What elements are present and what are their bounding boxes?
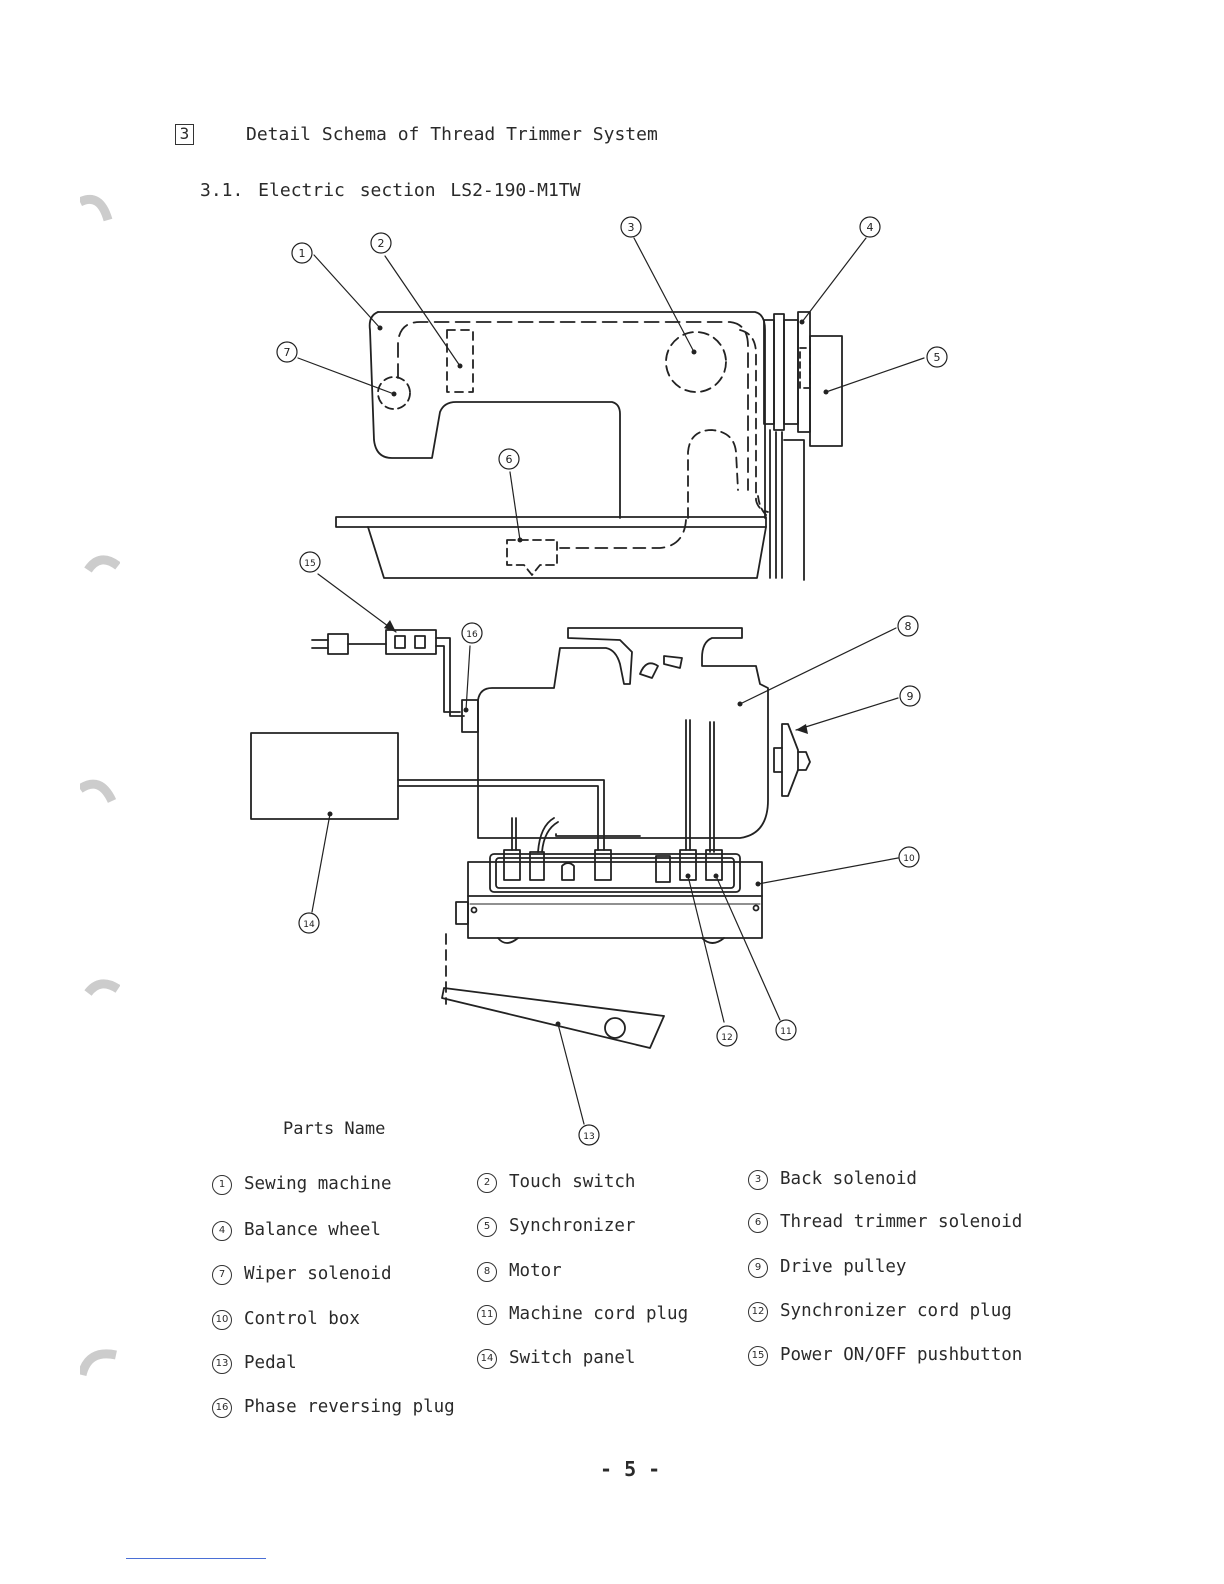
binder-hole [80,1349,117,1377]
binder-hole [84,979,120,996]
callout-15: 15 [299,551,321,573]
callout-6: 6 [498,448,520,470]
control-box-drawing [455,817,763,944]
leader-lines [297,237,925,1125]
callout-8: 8 [897,615,919,637]
binder-hole [84,555,120,573]
svg-text:11: 11 [780,1027,791,1037]
callout-16: 16 [461,622,483,644]
svg-text:7: 7 [284,346,291,359]
callout-11: 11 [775,1019,797,1041]
callout-5: 5 [926,346,948,368]
svg-text:6: 6 [506,453,513,466]
callout-4: 4 [859,216,881,238]
svg-text:9: 9 [907,690,914,703]
leader-dots [327,319,829,1027]
parts-name-heading: Parts Name [283,1119,386,1139]
binder-hole [80,779,117,804]
footer-rule [126,1558,266,1559]
callout-13: 13 [578,1124,600,1146]
svg-text:4: 4 [867,221,874,234]
svg-text:2: 2 [378,237,385,250]
svg-text:16: 16 [466,630,478,640]
callout-1: 1 [291,242,313,264]
section-title: Detail Schema of Thread Trimmer System [246,124,658,145]
svg-text:13: 13 [583,1132,594,1142]
callout-7: 7 [276,341,298,363]
svg-text:3: 3 [628,221,635,234]
pedal-drawing [441,933,665,1049]
section-number-box: 3 [175,124,194,145]
callout-3: 3 [620,216,642,238]
svg-text:8: 8 [905,620,912,633]
subsection-title: 3.1. Electric section LS2-190-M1TW [200,180,581,201]
svg-text:10: 10 [903,854,915,864]
callout-14: 14 [298,912,320,934]
callout-10: 10 [898,846,920,868]
svg-text:15: 15 [304,559,315,569]
switch-panel-drawing [250,732,605,851]
binder-hole [80,194,113,222]
svg-text:14: 14 [303,920,315,930]
svg-text:5: 5 [934,351,941,364]
callout-2: 2 [370,232,392,254]
callout-12: 12 [716,1025,738,1047]
svg-text:12: 12 [721,1033,732,1043]
svg-text:1: 1 [299,247,306,260]
callout-9: 9 [899,685,921,707]
callouts: 1 2 3 4 5 6 7 8 9 10 11 12 13 14 15 16 [276,216,948,1146]
page-number: - 5 - [600,1457,661,1481]
sewing-machine-drawing [335,311,843,581]
motor-drawing [461,627,811,853]
power-switch-drawing [311,629,465,717]
